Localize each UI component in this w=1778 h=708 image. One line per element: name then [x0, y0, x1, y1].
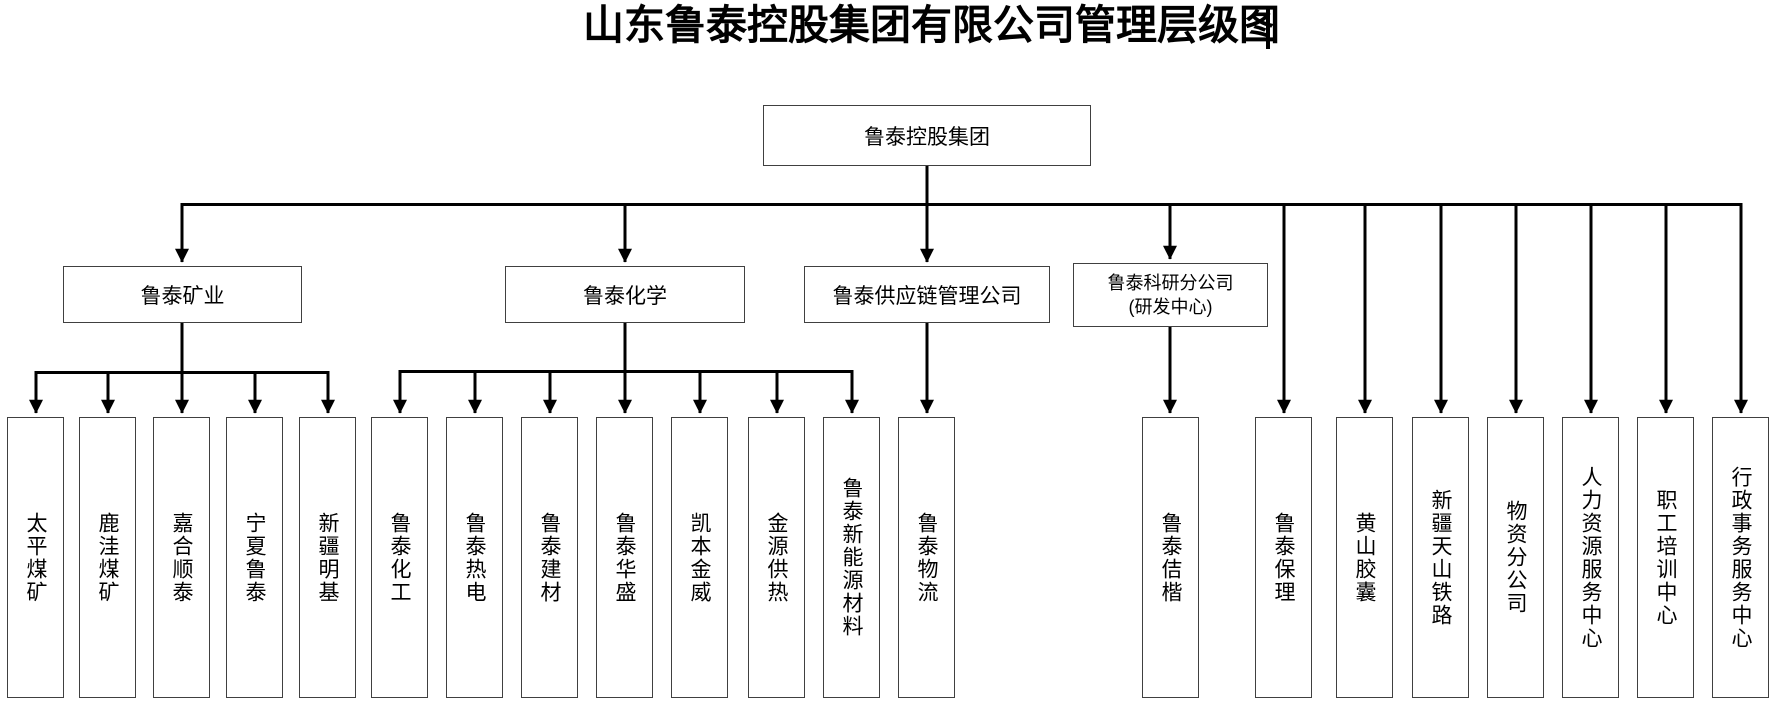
node-jiahe-shuntai: 嘉合顺泰	[153, 417, 210, 698]
node-kaiben-jinwei: 凯本金威	[671, 417, 728, 698]
node-label: 黄山胶囊	[1353, 511, 1376, 604]
connector-root-to-direct-units	[1277, 204, 1748, 414]
node-lutai-building-materials: 鲁泰建材	[521, 417, 578, 698]
node-label: 鲁泰物流	[915, 511, 938, 604]
page-title: 山东鲁泰控股集团有限公司管理层级图	[583, 2, 1280, 48]
node-label: 鲁泰控股集团	[864, 125, 990, 149]
connector-mining-subtree	[29, 322, 335, 414]
connector-root-to-level2	[175, 165, 1743, 263]
node-label: 鲁泰建材	[538, 511, 561, 604]
node-lutai-chemical-industry: 鲁泰化工	[371, 417, 428, 698]
node-lutai-new-energy-materials: 鲁泰新能源材料	[823, 417, 880, 698]
node-label: 太平煤矿	[24, 511, 47, 604]
node-lutai-supply-chain: 鲁泰供应链管理公司	[804, 266, 1050, 323]
node-label: 鲁泰新能源材料	[840, 477, 863, 638]
node-xinjiang-mingji: 新疆明基	[299, 417, 356, 698]
node-sublabel: (研发中心)	[1128, 297, 1213, 317]
node-label: 新疆天山铁路	[1429, 488, 1452, 627]
node-lutai-thermal-power: 鲁泰热电	[446, 417, 503, 698]
node-lutai-research-branch: 鲁泰科研分公司 (研发中心)	[1073, 263, 1268, 327]
node-label: 物资分公司	[1504, 500, 1527, 615]
node-label: 鲁泰华盛	[613, 511, 636, 604]
node-label: 鲁泰矿业	[140, 284, 225, 308]
node-lutai-chemistry: 鲁泰化学	[505, 266, 745, 323]
node-lutai-jikai: 鲁泰佶楷	[1142, 417, 1199, 698]
node-label: 鲁泰化工	[388, 511, 411, 604]
node-label: 鹿洼煤矿	[96, 511, 119, 604]
node-lutai-mining: 鲁泰矿业	[63, 266, 302, 323]
node-materials-branch: 物资分公司	[1487, 417, 1544, 698]
node-xinjiang-tianshan-railway: 新疆天山铁路	[1412, 417, 1469, 698]
node-label: 宁夏鲁泰	[243, 511, 266, 604]
node-label: 职工培训中心	[1654, 488, 1677, 627]
node-label: 鲁泰热电	[463, 511, 486, 604]
node-lutai-logistics: 鲁泰物流	[898, 417, 955, 698]
node-label: 嘉合顺泰	[170, 511, 193, 604]
node-admin-affairs-service-center: 行政事务服务中心	[1712, 417, 1769, 698]
node-label: 鲁泰化学	[583, 284, 667, 308]
node-label: 人力资源服务中心	[1579, 465, 1602, 650]
node-luwa-coal-mine: 鹿洼煤矿	[79, 417, 136, 698]
node-label: 凯本金威	[688, 511, 711, 604]
node-taiping-coal-mine: 太平煤矿	[7, 417, 64, 698]
node-lutai-holding-group: 鲁泰控股集团	[763, 105, 1091, 166]
node-label: 新疆明基	[316, 511, 339, 604]
node-label: 鲁泰科研分公司	[1107, 272, 1234, 293]
node-huangshan-capsule: 黄山胶囊	[1336, 417, 1393, 698]
node-label: 金源供热	[765, 511, 788, 604]
node-jinyuan-heating: 金源供热	[748, 417, 805, 698]
connector-chemistry-subtree	[393, 322, 859, 414]
node-label: 鲁泰供应链管理公司	[832, 284, 1022, 308]
node-ningxia-lutai: 宁夏鲁泰	[226, 417, 283, 698]
text-cursor-bar	[1266, 9, 1270, 49]
node-label: 鲁泰保理	[1272, 511, 1295, 604]
node-label: 鲁泰佶楷	[1159, 511, 1182, 604]
node-staff-training-center: 职工培训中心	[1637, 417, 1694, 698]
node-lutai-factoring: 鲁泰保理	[1255, 417, 1312, 698]
node-label: 行政事务服务中心	[1729, 465, 1752, 650]
node-hr-service-center: 人力资源服务中心	[1562, 417, 1619, 698]
node-lutai-huasheng: 鲁泰华盛	[596, 417, 653, 698]
